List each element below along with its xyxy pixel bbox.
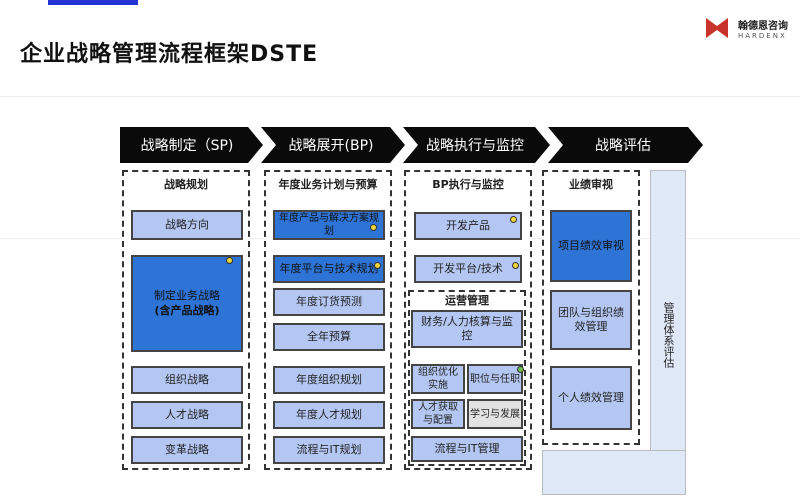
box-project-performance-review: 项目绩效审视 <box>550 210 632 282</box>
status-dot <box>226 257 233 264</box>
box-develop-product: 开发产品 <box>414 212 522 240</box>
box-develop-platform: 开发平台/技术 <box>414 255 522 283</box>
page-title: 企业战略管理流程框架DSTE <box>20 42 319 67</box>
box-talent-strategy: 人才战略 <box>131 401 243 429</box>
box-business-strategy-line1: 制定业务战略 <box>154 289 220 303</box>
box-org-strategy: 组织战略 <box>131 366 243 394</box>
box-annual-budget: 全年预算 <box>273 323 385 351</box>
box-product-solution-plan: 年度产品与解决方案规划 <box>273 210 385 240</box>
box-order-forecast: 年度订货预测 <box>273 288 385 316</box>
phase-label-bp: 战略展开(BP) <box>288 138 374 154</box>
divider <box>0 238 800 239</box>
phase-arrow-4 <box>548 127 703 163</box>
box-change-strategy: 变革战略 <box>131 436 243 464</box>
hardenx-logo-icon <box>706 18 728 38</box>
logo-chinese-name: 翰德恩咨询 <box>738 21 788 32</box>
box-annual-talent-plan: 年度人才规划 <box>273 401 385 429</box>
phase-label-execution: 战略执行与监控 <box>426 138 524 154</box>
phase-label-sp: 战略制定（SP) <box>140 138 234 154</box>
divider <box>0 96 800 97</box>
column-heading: 战略规划 <box>164 178 208 191</box>
box-business-strategy-line2: (含产品战略) <box>154 303 220 317</box>
management-system-evaluation-band-vertical <box>650 170 686 495</box>
operations-management-group <box>408 290 526 466</box>
status-dot <box>510 216 517 223</box>
status-dot <box>370 224 377 231</box>
status-dot <box>517 366 524 373</box>
top-accent-bar <box>48 0 138 5</box>
box-annual-org-plan: 年度组织规划 <box>273 366 385 394</box>
status-dot <box>374 262 381 269</box>
box-org-optimization: 组织优化实施 <box>411 364 465 394</box>
phase-label-evaluation: 战略评估 <box>595 138 651 154</box>
box-process-it-plan: 流程与IT规划 <box>273 436 385 464</box>
column-heading: 业绩审视 <box>569 178 613 191</box>
logo-english-name: HARDENX <box>738 32 787 40</box>
phase-arrows <box>120 127 703 163</box>
box-team-org-performance: 团队与组织绩效管理 <box>550 290 632 350</box>
box-business-strategy: 制定业务战略 (含产品战略) <box>131 255 243 352</box>
phase-arrow-2 <box>261 127 405 163</box>
phase-arrow-3 <box>403 127 550 163</box>
box-position-qualification: 职位与任职 <box>467 364 523 394</box>
box-talent-acquisition: 人才获取与配置 <box>411 399 465 429</box>
column-heading: BP执行与监控 <box>432 178 504 191</box>
box-finance-hr-monitoring: 财务/人力核算与监控 <box>411 310 523 348</box>
box-process-it-management: 流程与IT管理 <box>411 436 523 462</box>
operations-heading: 运营管理 <box>445 294 489 307</box>
box-individual-performance: 个人绩效管理 <box>550 366 632 430</box>
status-dot <box>512 262 519 269</box>
column-heading: 年度业务计划与预算 <box>278 178 378 191</box>
management-system-evaluation-band-horizontal <box>542 450 686 495</box>
box-learning-development: 学习与发展 <box>467 399 523 429</box>
box-platform-tech-plan: 年度平台与技术规划 <box>273 255 385 283</box>
box-strategy-direction: 战略方向 <box>131 210 243 240</box>
phase-arrow-1 <box>120 127 263 163</box>
side-label: 管理体系评估 <box>662 302 675 368</box>
